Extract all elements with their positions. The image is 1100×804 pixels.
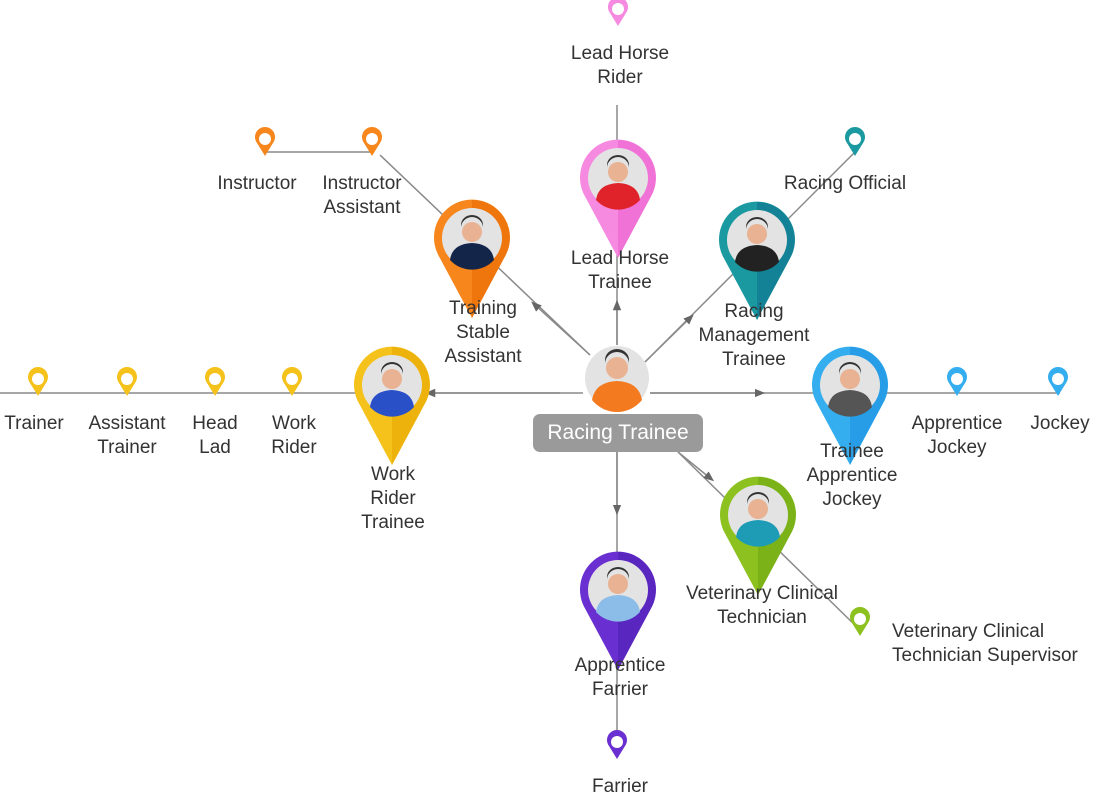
destination-label-training-stable-0: Instructor Assistant [322,173,402,218]
trainee-label-training-stable: Training Stable Assistant [444,298,522,367]
rider-helmet-icon [588,148,648,210]
person-orange-shirt-icon[interactable] [585,346,649,413]
destination-label-lead-horse-0: Lead Horse Rider [570,43,670,88]
destination-label-apprentice-jockey-0: Apprentice Jockey [911,413,1003,458]
pins [28,0,1068,759]
trainee-label-apprentice-jockey: Trainee Apprentice Jockey [806,441,898,510]
trainee-pin-work-rider[interactable] [354,346,430,465]
trainee-label-farrier: Apprentice Farrier [574,655,666,700]
destination-label-work-rider-2: Assistant Trainer [88,413,166,458]
trainee-label-racing-management: Racing Management Trainee [698,301,810,370]
destination-label-racing-management-0: Racing Official [783,173,907,194]
trainee-pin-training-stable[interactable] [434,199,511,318]
destination-label-veterinary-0: Veterinary Clinical Technician Superviso… [892,621,1078,666]
destination-label-training-stable-1: Instructor [217,173,297,194]
destination-pin-work-rider-1[interactable] [205,367,225,396]
destination-pin-farrier-0[interactable] [606,729,627,759]
trainee-pin-racing-management[interactable] [719,201,795,320]
trainee-pin-farrier[interactable] [580,551,656,670]
center-role-badge[interactable]: Racing Trainee [533,414,703,452]
destination-pin-veterinary-0[interactable] [850,607,871,636]
destination-pin-work-rider-3[interactable] [28,366,48,396]
vet-technician-icon [728,485,788,547]
arrow-racing-management [644,314,694,363]
destination-pin-work-rider-2[interactable] [117,366,137,396]
destination-pin-training-stable-0[interactable] [362,126,383,156]
jockey-icon [820,355,880,417]
farrier-icon [588,560,648,622]
trainee-label-lead-horse: Lead Horse Trainee [570,248,670,293]
destination-pin-racing-management-0[interactable] [845,126,866,156]
arrow-training-stable [531,301,591,356]
trainee-pin-apprentice-jockey[interactable] [812,346,888,465]
destination-pin-work-rider-0[interactable] [282,367,302,396]
trainee-pin-lead-horse[interactable] [579,139,656,258]
trainee-label-work-rider: Work Rider Trainee [361,464,425,533]
stable-assistant-icon [442,208,502,270]
destination-pin-lead-horse-0[interactable] [608,0,628,26]
trainee-label-veterinary: Veterinary Clinical Technician [685,583,839,628]
destination-pin-apprentice-jockey-1[interactable] [1048,367,1068,396]
destination-label-farrier-0: Farrier [592,776,648,797]
worker-helmet-icon [362,355,422,417]
destination-label-apprentice-jockey-1: Jockey [1030,413,1090,434]
destination-pin-apprentice-jockey-0[interactable] [947,367,967,396]
arrow-veterinary [677,451,715,482]
destination-label-work-rider-3: Trainer [4,413,64,434]
destination-label-work-rider-1: Head Lad [192,413,238,458]
destination-label-work-rider-0: Work Rider [271,413,317,458]
trainee-pin-veterinary[interactable] [720,476,796,595]
businessman-icon [727,210,787,272]
destination-pin-training-stable-1[interactable] [255,127,275,156]
